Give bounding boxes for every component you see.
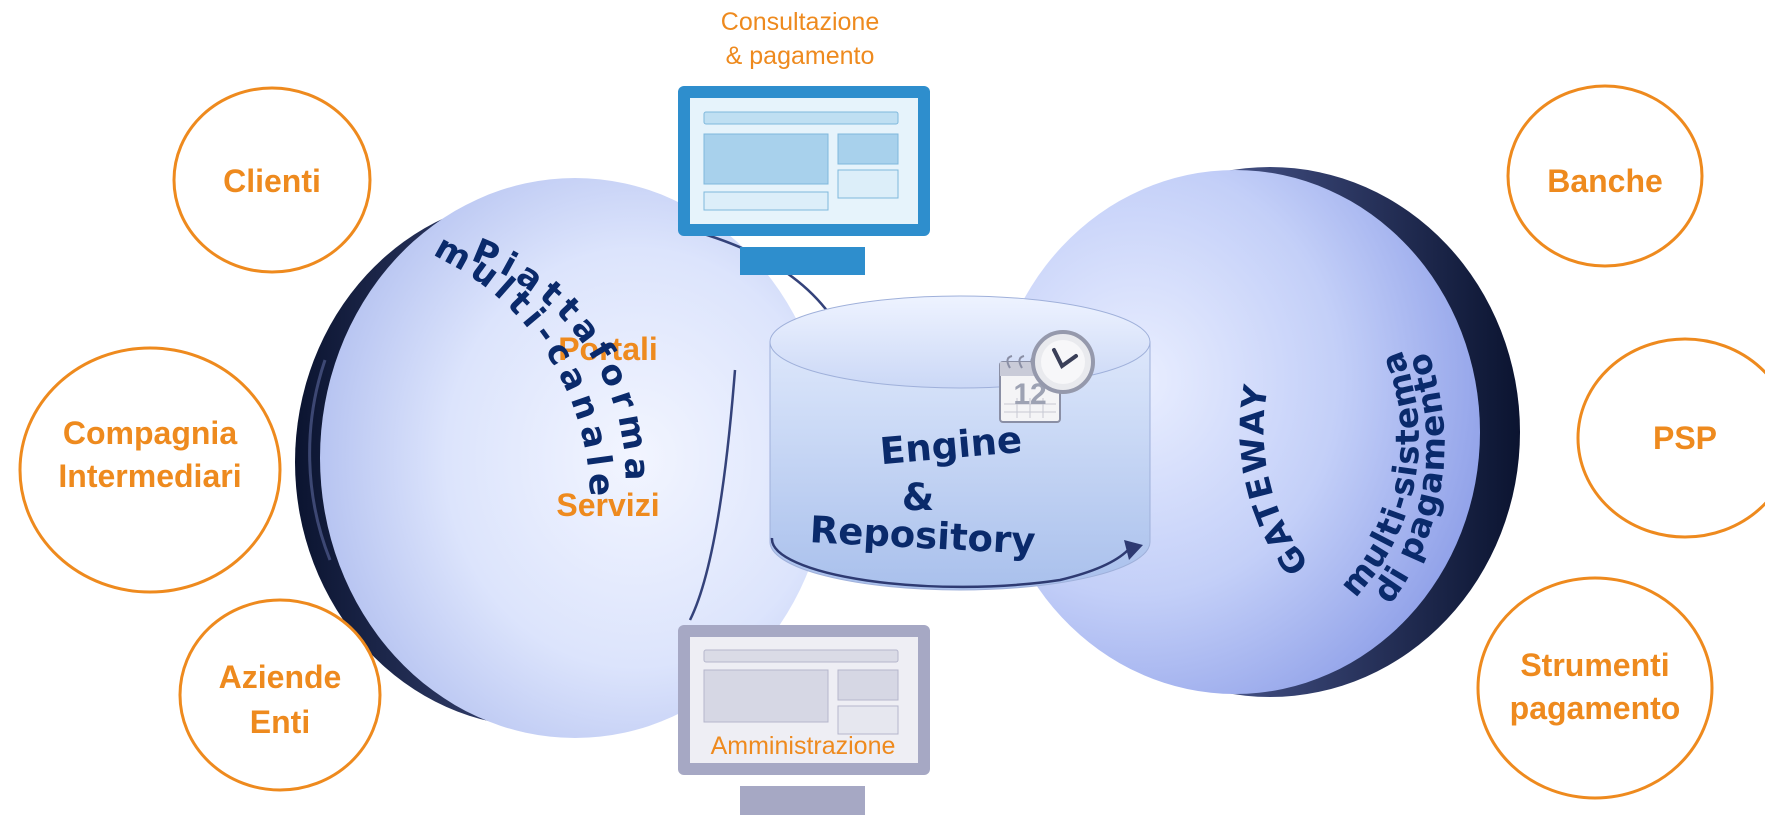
clienti-label: Clienti (223, 163, 321, 199)
psp-circle (1576, 337, 1765, 539)
strumenti-circle (1476, 576, 1714, 800)
aziende-label: Aziende (219, 659, 342, 695)
monitor-top-label-line2: & pagamento (726, 42, 875, 70)
compagnia-circle (18, 346, 282, 594)
aziende-circle (178, 598, 382, 792)
compagnia-label: Compagnia (63, 415, 237, 451)
engine-ampersand: & (902, 476, 934, 519)
banche-label: Banche (1547, 163, 1663, 199)
monitor-icon (678, 625, 930, 815)
monitor-top-label-line1: Consultazione (721, 8, 879, 36)
intermediari-label: Intermediari (58, 458, 241, 494)
psp-label: PSP (1653, 420, 1717, 456)
pagamento-label: pagamento (1510, 690, 1681, 726)
monitor-bottom-label: Amministrazione (711, 732, 896, 760)
servizi-label: Servizi (556, 487, 659, 523)
clienti-circle (172, 86, 372, 274)
portali-label: Portali (558, 331, 658, 367)
monitor-icon (678, 86, 930, 275)
banche-circle (1506, 84, 1704, 268)
strumenti-label: Strumenti (1520, 647, 1669, 683)
clock-icon (1031, 330, 1095, 394)
enti-label: Enti (250, 704, 310, 740)
platform-sphere (295, 178, 830, 738)
